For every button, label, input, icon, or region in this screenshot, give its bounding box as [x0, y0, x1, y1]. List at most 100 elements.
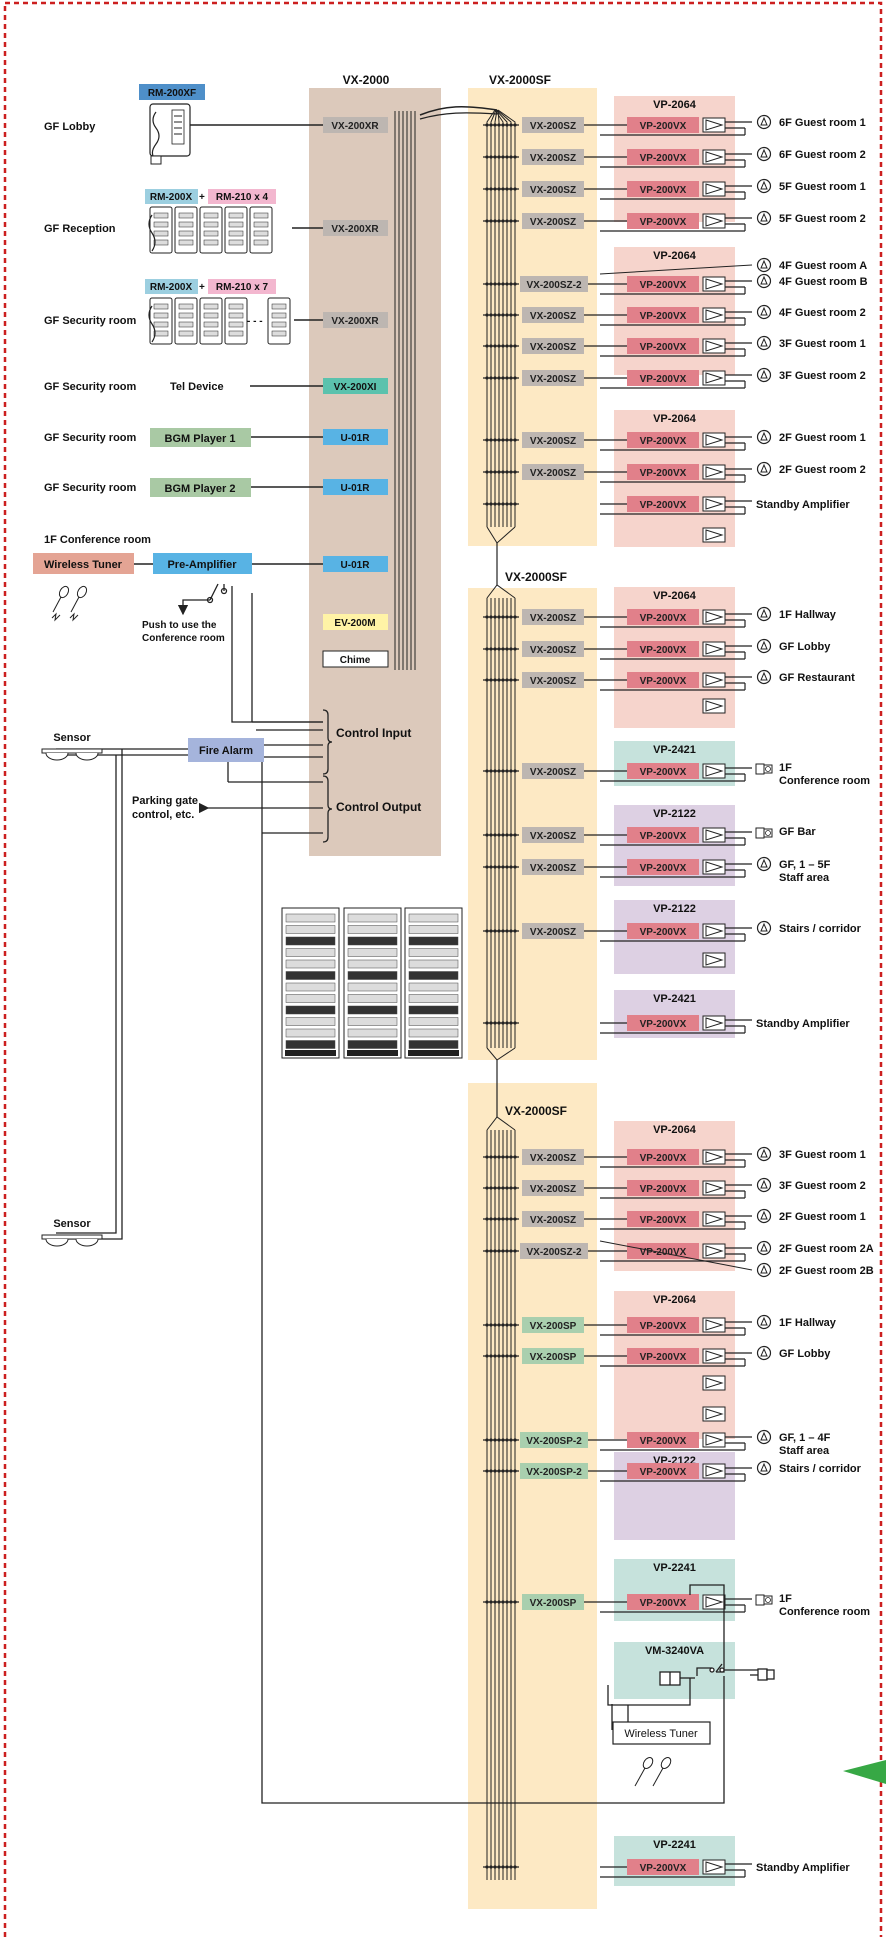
- zone-module[interactable]: [522, 432, 584, 448]
- power-amp[interactable]: [627, 672, 699, 688]
- power-amp[interactable]: [627, 149, 699, 165]
- power-amp[interactable]: [627, 1317, 699, 1333]
- u-01r-2[interactable]: [323, 479, 388, 495]
- power-amp[interactable]: [627, 1859, 699, 1875]
- zone-module[interactable]: [522, 609, 584, 625]
- vp-group-8-label: VP-2421: [653, 993, 696, 1005]
- chime-module[interactable]: [322, 650, 389, 668]
- power-amp[interactable]: [627, 641, 699, 657]
- zone-module[interactable]: [522, 672, 584, 688]
- zone-module[interactable]: [522, 1211, 584, 1227]
- rm-210x4-label: RM-210 x 4: [216, 192, 269, 203]
- power-amp[interactable]: [627, 827, 699, 843]
- bgm-player-2[interactable]: [150, 478, 251, 497]
- output-label: Stairs / corridor: [779, 923, 862, 935]
- power-amp[interactable]: [627, 1243, 699, 1259]
- amplifier-icon: [702, 1432, 726, 1448]
- zone-module[interactable]: [522, 117, 584, 133]
- power-amp-label: VP-200VX: [640, 1215, 687, 1226]
- channel-row: VP-200VX: [483, 1015, 752, 1034]
- zone-module[interactable]: [522, 1317, 584, 1333]
- zone-output-label: 5F Guest room 2: [779, 213, 866, 225]
- zone-module[interactable]: [522, 1180, 584, 1196]
- speaker-icon: [756, 1177, 772, 1193]
- zone-module[interactable]: [522, 859, 584, 875]
- power-amp[interactable]: [627, 859, 699, 875]
- zone-module[interactable]: [522, 923, 584, 939]
- zone-module[interactable]: [522, 763, 584, 779]
- input-security-3-label: GF Security room: [44, 432, 137, 444]
- power-amp[interactable]: [627, 117, 699, 133]
- zone-module[interactable]: [522, 181, 584, 197]
- zone-module[interactable]: [522, 338, 584, 354]
- bgm-player-1[interactable]: [150, 428, 251, 447]
- conference-wireless-tuner[interactable]: [612, 1721, 711, 1745]
- power-amp[interactable]: [627, 923, 699, 939]
- power-amp[interactable]: [627, 763, 699, 779]
- power-amp[interactable]: [627, 496, 699, 512]
- standby-amplifier-label: Standby Amplifier: [756, 1862, 850, 1874]
- vx-200xr-1[interactable]: [323, 117, 388, 133]
- zone-module[interactable]: [522, 1594, 584, 1610]
- zone-module[interactable]: [520, 1432, 588, 1448]
- zone-module[interactable]: [522, 1348, 584, 1364]
- zone-output-label-2: 2F Guest room 2B: [779, 1265, 874, 1277]
- zone-module[interactable]: [522, 149, 584, 165]
- input-security-1-label: GF Security room: [44, 315, 137, 327]
- ceiling-speaker-icon: [755, 763, 773, 775]
- power-amp[interactable]: [627, 1594, 699, 1610]
- zone-module[interactable]: [522, 213, 584, 229]
- push-switch-icon[interactable]: [177, 583, 323, 723]
- zone-module[interactable]: [522, 1149, 584, 1165]
- power-amp[interactable]: [627, 1149, 699, 1165]
- power-amp[interactable]: [627, 1211, 699, 1227]
- power-amp[interactable]: [627, 609, 699, 625]
- fire-alarm[interactable]: [188, 738, 264, 762]
- vx-200xi[interactable]: [323, 378, 388, 394]
- power-amp[interactable]: [627, 1180, 699, 1196]
- zone-output-label: 3F Guest room 2: [779, 1180, 866, 1192]
- wireless-tuner-1[interactable]: [33, 553, 134, 574]
- amplifier-icon: [702, 1594, 726, 1610]
- zone-module[interactable]: [520, 1463, 588, 1479]
- power-amp[interactable]: [627, 1463, 699, 1479]
- zone-module[interactable]: [522, 370, 584, 386]
- zone-module[interactable]: [520, 1243, 588, 1259]
- zone-module[interactable]: [522, 641, 584, 657]
- zone-module[interactable]: [522, 464, 584, 480]
- power-amp[interactable]: [627, 464, 699, 480]
- power-amp[interactable]: [627, 1432, 699, 1448]
- u-01r-3[interactable]: [323, 556, 388, 572]
- ev-200m[interactable]: [323, 614, 388, 630]
- zone-module[interactable]: [520, 276, 588, 292]
- power-amp[interactable]: [627, 307, 699, 323]
- zone-module[interactable]: [522, 827, 584, 843]
- zone-output-label: 3F Guest room 2: [779, 370, 866, 382]
- speaker-icon: [756, 304, 772, 320]
- vx-200xr-3[interactable]: [323, 312, 388, 328]
- power-amp[interactable]: [627, 276, 699, 292]
- power-amp[interactable]: [627, 338, 699, 354]
- power-amp[interactable]: [627, 1015, 699, 1031]
- vp-group-13-label: VM-3240VA: [645, 1645, 704, 1657]
- power-amp[interactable]: [627, 1348, 699, 1364]
- rm-200xf-label: RM-200XF: [148, 88, 196, 99]
- power-amp[interactable]: [627, 181, 699, 197]
- power-amp[interactable]: [627, 432, 699, 448]
- zone-module-label: VX-200SP-2: [526, 1467, 582, 1478]
- vx-200xr-2[interactable]: [323, 220, 388, 236]
- zone-module[interactable]: [522, 307, 584, 323]
- power-amp[interactable]: [627, 213, 699, 229]
- pre-amplifier[interactable]: [153, 553, 252, 574]
- power-amp[interactable]: [627, 370, 699, 386]
- power-amp-label: VP-200VX: [640, 645, 687, 656]
- u-01r-1[interactable]: [323, 429, 388, 445]
